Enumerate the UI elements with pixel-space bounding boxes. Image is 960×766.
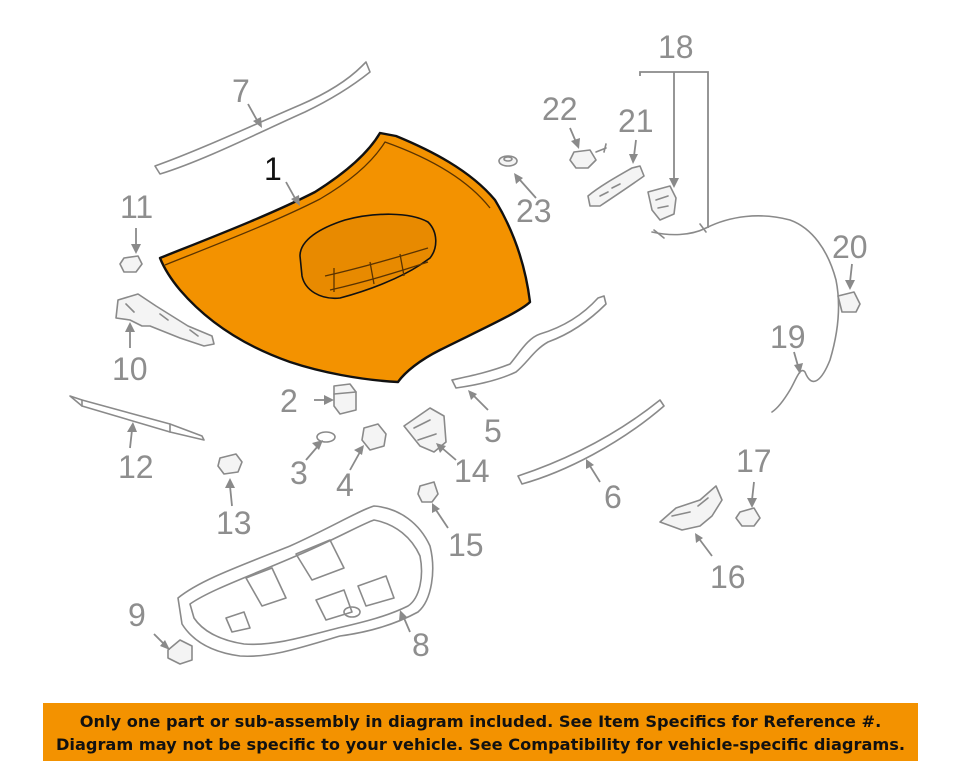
disclaimer-line-1: Only one part or sub-assembly in diagram…: [79, 712, 882, 731]
part-21-hinge-cover: [587, 165, 645, 207]
part-4-cushion: [361, 423, 387, 451]
leader-lines: [125, 71, 855, 650]
callout-14: 14: [454, 453, 490, 489]
part-23-grommet: [498, 155, 518, 167]
part-15-bolt: [417, 481, 439, 503]
part-2-bumper: [333, 383, 357, 415]
parts-diagram: 1 2 3 4 5 6 7 8 9 10 11 12 13 14 15 16 1…: [69, 29, 868, 665]
disclaimer-line-2: Diagram may not be specific to your vehi…: [55, 735, 906, 754]
callout-5: 5: [484, 413, 502, 449]
part-11-bolt: [119, 255, 143, 273]
callout-11: 11: [120, 189, 153, 225]
callout-13: 13: [216, 505, 252, 541]
part-1-hood: [158, 131, 532, 384]
part-7-seal-strip: [154, 61, 371, 175]
callout-3: 3: [290, 455, 308, 491]
callout-7: 7: [232, 73, 250, 109]
part-9-clip: [167, 639, 193, 665]
part-8-insulator: [177, 505, 434, 658]
part-3-washer: [316, 431, 336, 443]
part-22-bolt: [569, 143, 607, 169]
disclaimer-banner: Only one part or sub-assembly in diagram…: [43, 703, 918, 761]
callout-20: 20: [832, 229, 868, 265]
part-6-weatherstrip: [517, 399, 665, 485]
callout-16: 16: [710, 559, 746, 595]
callout-23: 23: [516, 193, 552, 229]
part-18-latch-bracket: [647, 185, 677, 221]
part-5-seal: [451, 295, 607, 389]
callout-21: 21: [618, 103, 654, 139]
callout-1: 1: [264, 151, 282, 187]
callout-10: 10: [112, 351, 148, 387]
callout-17: 17: [736, 443, 772, 479]
part-14-striker: [403, 407, 447, 453]
part-19-release-cable: [651, 215, 840, 413]
part-16-latch: [659, 485, 723, 531]
part-20-clip: [837, 291, 861, 313]
callout-8: 8: [412, 627, 430, 663]
part-13-clip: [217, 453, 243, 475]
callout-2: 2: [280, 383, 298, 419]
callout-numbers: 1 2 3 4 5 6 7 8 9 10 11 12 13 14 15 16 1…: [112, 29, 868, 663]
part-10-hinge: [115, 293, 215, 347]
part-17-bolt: [735, 507, 761, 527]
callout-12: 12: [118, 449, 154, 485]
callout-18: 18: [658, 29, 694, 65]
callout-22: 22: [542, 91, 578, 127]
callout-9: 9: [128, 597, 146, 633]
callout-19: 19: [770, 319, 806, 355]
callout-4: 4: [336, 467, 354, 503]
callout-15: 15: [448, 527, 484, 563]
part-12-strut: [69, 395, 205, 441]
callout-6: 6: [604, 479, 622, 515]
